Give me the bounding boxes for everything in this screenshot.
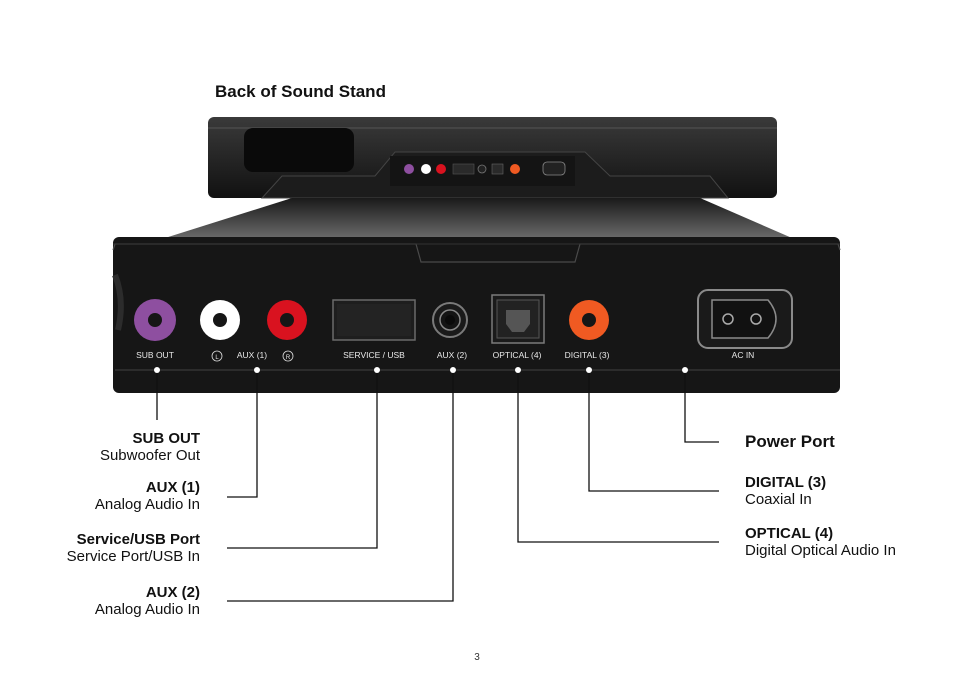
panel-label-aux1-right: R bbox=[286, 355, 291, 361]
leader-optical bbox=[517, 370, 719, 543]
panel-label-ac-in: AC IN bbox=[732, 350, 755, 360]
callout-sub-out-subtitle: Subwoofer Out bbox=[99, 447, 200, 464]
callout-aux2-title: AUX (2) bbox=[145, 584, 200, 601]
leader-digital bbox=[588, 370, 719, 492]
back-panel: SUB OUT L AUX (1) R SERVICE / USB AUX (2… bbox=[112, 237, 841, 393]
panel-label-optical: OPTICAL (4) bbox=[493, 350, 542, 360]
callout-service-usb-subtitle: Service Port/USB In bbox=[66, 548, 200, 565]
dot-aux2 bbox=[450, 367, 456, 373]
callout-digital-subtitle: Coaxial In bbox=[745, 491, 812, 508]
leader-aux1 bbox=[227, 370, 258, 498]
dot-service-usb bbox=[374, 367, 380, 373]
dot-aux1 bbox=[254, 367, 260, 373]
callout-service-usb: Service/USB Port Service Port/USB In bbox=[0, 531, 200, 565]
callout-lines bbox=[156, 370, 719, 602]
sound-stand-back-thumbnail bbox=[208, 117, 777, 199]
panel-label-aux2: AUX (2) bbox=[437, 350, 467, 360]
callout-power: Power Port bbox=[745, 432, 835, 452]
callout-optical-subtitle: Digital Optical Audio In bbox=[745, 542, 896, 559]
callout-aux2: AUX (2) Analog Audio In bbox=[0, 584, 200, 618]
thumb-sub-out-port bbox=[404, 164, 414, 174]
thumb-aux-right-port bbox=[436, 164, 446, 174]
zoom-funnel bbox=[165, 198, 792, 238]
thumb-aux-left-port bbox=[421, 164, 431, 174]
callout-aux2-subtitle: Analog Audio In bbox=[94, 601, 200, 618]
digital-jack bbox=[569, 300, 609, 340]
aux1-left-jack bbox=[200, 300, 240, 340]
callout-optical-title: OPTICAL (4) bbox=[745, 525, 834, 542]
dot-digital bbox=[586, 367, 592, 373]
callout-digital-title: DIGITAL (3) bbox=[745, 474, 827, 491]
callout-sub-out: SUB OUT Subwoofer Out bbox=[0, 430, 200, 464]
callout-aux1-subtitle: Analog Audio In bbox=[94, 496, 200, 513]
panel-label-digital: DIGITAL (3) bbox=[565, 350, 610, 360]
ac-in-port bbox=[697, 289, 793, 349]
panel-label-service-usb: SERVICE / USB bbox=[343, 350, 405, 360]
callout-sub-out-title: SUB OUT bbox=[132, 430, 201, 447]
dot-optical bbox=[515, 367, 521, 373]
callout-dots bbox=[154, 367, 688, 373]
service-usb-port bbox=[332, 299, 416, 341]
callout-optical: OPTICAL (4) Digital Optical Audio In bbox=[745, 525, 896, 559]
thumb-digital-port bbox=[510, 164, 520, 174]
page-title: Back of Sound Stand bbox=[215, 82, 386, 101]
aux1-right-jack bbox=[267, 300, 307, 340]
callout-aux1: AUX (1) Analog Audio In bbox=[0, 479, 200, 513]
aux2-jack bbox=[432, 302, 468, 338]
callout-aux1-title: AUX (1) bbox=[145, 479, 200, 496]
leader-service-usb bbox=[227, 370, 378, 549]
leader-power bbox=[684, 370, 719, 443]
panel-label-sub-out: SUB OUT bbox=[136, 350, 174, 360]
callout-service-usb-title: Service/USB Port bbox=[76, 531, 200, 548]
panel-label-aux1: AUX (1) bbox=[237, 350, 267, 360]
page-number: 3 bbox=[474, 652, 480, 663]
optical-port bbox=[491, 294, 545, 344]
dot-sub-out bbox=[154, 367, 160, 373]
callout-digital: DIGITAL (3) Coaxial In bbox=[745, 474, 826, 508]
sub-out-jack bbox=[134, 299, 176, 341]
panel-label-aux1-left: L bbox=[215, 355, 219, 361]
callout-power-title: Power Port bbox=[745, 432, 835, 451]
dot-power bbox=[682, 367, 688, 373]
leader-aux2 bbox=[227, 370, 454, 602]
